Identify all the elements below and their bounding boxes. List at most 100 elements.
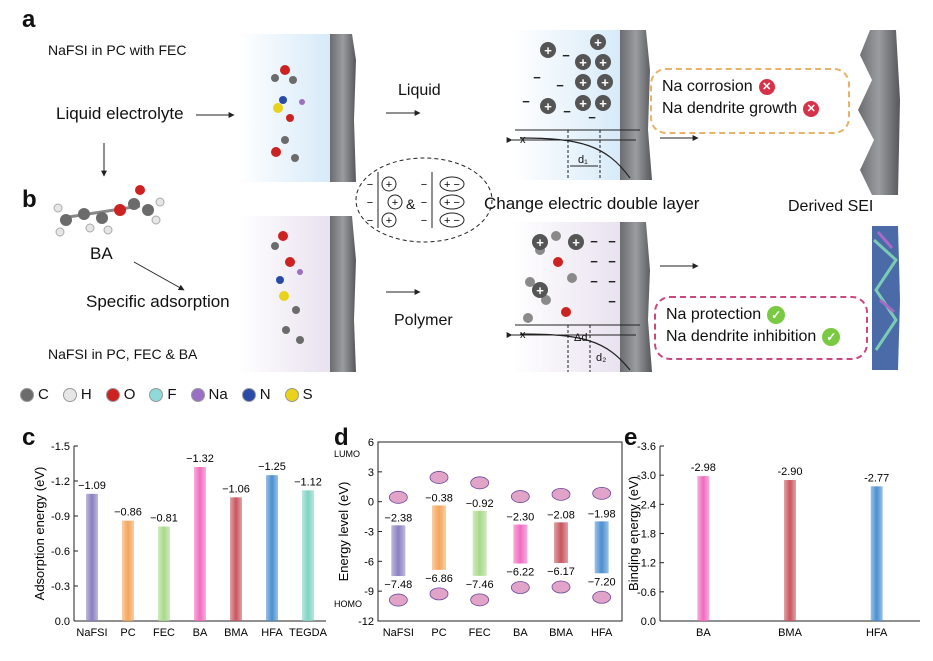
- polymer-molecules: [271, 231, 304, 344]
- lumo-value-label: −2.38: [384, 512, 412, 524]
- homo-value-label: −6.22: [506, 567, 534, 579]
- y-tick-label: -3: [364, 527, 374, 539]
- derived-sei-label: Derived SEI: [788, 198, 874, 215]
- atom-symbol: N: [259, 386, 271, 403]
- panel-letter-c: c: [22, 424, 36, 451]
- y-tick-label: -0.6: [637, 587, 656, 599]
- svg-text:−: −: [590, 274, 598, 289]
- na-dendrite-growth-text: Na dendrite growth: [662, 100, 798, 117]
- x-tick-label: PC: [120, 627, 135, 639]
- y-tick-label: -0.3: [51, 581, 70, 593]
- atom-symbol: S: [302, 386, 313, 403]
- callout-liquid: Na corrosion✕ Na dendrite growth✕: [650, 68, 850, 134]
- svg-text:+: +: [572, 235, 580, 250]
- x-tick-label: NaFSI: [383, 627, 414, 639]
- bar-value-label: −1.09: [78, 480, 106, 492]
- lumo-value-label: −0.38: [425, 492, 453, 504]
- check-icon: ✓: [822, 328, 841, 346]
- svg-text:+: +: [599, 55, 607, 70]
- na-corrosion-text: Na corrosion: [662, 78, 753, 95]
- svg-text:−: −: [608, 294, 616, 309]
- lumo-orbital-icon: [510, 490, 530, 503]
- atom-symbol: Na: [208, 386, 228, 403]
- polymer-label: Polymer: [394, 312, 453, 329]
- svg-text:−: −: [563, 104, 571, 119]
- atom-legend: C H O F Na N S: [20, 386, 313, 403]
- na-protection-text: Na protection: [666, 306, 762, 323]
- homo-value-label: −7.48: [384, 579, 412, 591]
- svg-text:+: +: [599, 96, 607, 111]
- lumo-value-label: −0.92: [466, 498, 494, 510]
- svg-text:−: −: [588, 110, 596, 125]
- lumo-value-label: −2.30: [506, 512, 534, 524]
- legend-item-n: N: [241, 386, 271, 403]
- svg-text:−: −: [367, 215, 373, 227]
- atom-symbol: O: [123, 386, 136, 403]
- bar-hfa: [266, 475, 278, 621]
- svg-text:+: +: [392, 197, 398, 209]
- homo-orbital-icon: [470, 593, 490, 607]
- panel-letter-e: e: [624, 424, 638, 451]
- d2-label: d₂: [596, 352, 607, 364]
- atom-symbol: H: [80, 386, 92, 403]
- y-tick-label: -0.9: [51, 511, 70, 523]
- ions-liquid: + + + + + + + + + −− −− −−: [522, 34, 613, 125]
- x-tick-label: BMA: [778, 627, 803, 639]
- bar-value-label: −1.32: [186, 453, 214, 465]
- atom-symbol: F: [167, 386, 177, 403]
- legend-item-o: O: [105, 386, 136, 403]
- x-tick-label: HFA: [261, 627, 283, 639]
- svg-text:−: −: [367, 179, 373, 191]
- ampersand: &: [406, 196, 416, 212]
- svg-text:−: −: [421, 179, 427, 191]
- x-tick-label: FEC: [153, 627, 175, 639]
- y-tick-label: -3.6: [637, 441, 656, 453]
- bar-value-label: -2.98: [691, 462, 716, 474]
- callout-polymer: Na protection✓ Na dendrite inhibition✓: [654, 296, 868, 360]
- cross-icon: ✕: [803, 101, 820, 117]
- y-tick-label: -1.5: [51, 441, 70, 453]
- panel-b-caption: NaFSI in PC, FEC & BA: [48, 346, 198, 362]
- atom-symbol: C: [38, 386, 49, 403]
- x-tick-label: PC: [431, 627, 446, 639]
- legend-item-h: H: [62, 386, 92, 403]
- svg-text:−: −: [590, 254, 598, 269]
- y-tick-label: -0.6: [51, 546, 70, 558]
- edl-change-label: Change electric double layer: [484, 194, 700, 213]
- atom-dot-o: [105, 387, 120, 402]
- lumo-orbital-icon: [470, 476, 490, 490]
- bar-nafsi: [391, 525, 406, 577]
- bar-value-label: −0.81: [150, 513, 178, 525]
- y-tick-label: -3.0: [637, 470, 656, 482]
- svg-text:−: −: [522, 94, 530, 109]
- svg-text:+: +: [579, 75, 587, 90]
- lumo-value-label: −2.08: [547, 509, 575, 521]
- y-tick-label: -6: [364, 556, 374, 568]
- specific-adsorption-label: Specific adsorption: [86, 292, 230, 311]
- svg-text:−: −: [590, 234, 598, 249]
- axis-x-label-b: x: [520, 329, 526, 341]
- panel-letter-d: d: [334, 424, 349, 451]
- liquid-electrolyte-label: Liquid electrolyte: [56, 104, 184, 123]
- delta-d-label: Δd: [574, 332, 588, 344]
- y-tick-label: 0.0: [55, 616, 70, 628]
- homo-value-label: −7.20: [588, 576, 616, 588]
- bar-fec: [472, 510, 487, 576]
- svg-text:+: +: [386, 215, 392, 227]
- svg-text:+ −: + −: [444, 197, 460, 209]
- bar-value-label: −1.06: [222, 483, 250, 495]
- y-tick-label: -12: [358, 616, 374, 628]
- atom-dot-c: [20, 387, 34, 402]
- bar-ba: [194, 467, 206, 621]
- x-tick-label: BA: [193, 627, 208, 639]
- svg-text:+: +: [579, 96, 587, 111]
- y-tick-label: 0: [368, 497, 374, 509]
- na-dendrite-inhibition-text: Na dendrite inhibition: [666, 328, 817, 345]
- homo-value-label: −7.46: [466, 579, 494, 591]
- y-tick-label: -1.2: [637, 558, 656, 570]
- atom-dot-f: [149, 387, 164, 402]
- x-tick-label: TEGDA: [289, 627, 328, 639]
- homo-orbital-icon: [551, 580, 571, 594]
- svg-text:−: −: [562, 48, 570, 63]
- legend-item-s: S: [284, 386, 313, 403]
